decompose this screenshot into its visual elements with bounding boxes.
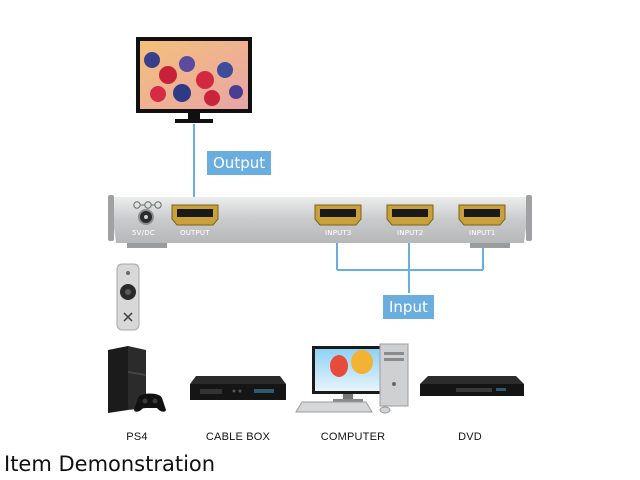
hdmi-port-input2-icon — [386, 204, 434, 226]
dvd-player-icon — [420, 376, 524, 396]
cable-box-icon — [190, 376, 286, 400]
ps4-console-icon — [108, 346, 166, 413]
port-label-input3: INPUT3 — [325, 229, 352, 237]
remote-control-icon — [116, 263, 140, 331]
input-callout-label: Input — [383, 295, 434, 319]
power-switch-icon — [133, 201, 162, 209]
device-label-cable-box: CABLE BOX — [205, 431, 271, 443]
page-caption: Item Demonstration — [4, 452, 216, 476]
input-connector-lines — [336, 240, 484, 293]
device-label-computer: COMPUTER — [320, 431, 386, 443]
dc-power-jack-icon — [138, 209, 154, 225]
port-label-power: 5V/DC — [132, 229, 155, 237]
port-label-input1: INPUT1 — [469, 229, 496, 237]
hdmi-port-input1-icon — [458, 204, 506, 226]
tv-monitor-icon — [136, 37, 252, 123]
device-label-dvd: DVD — [458, 431, 482, 443]
hdmi-port-input3-icon — [314, 204, 362, 226]
hdmi-port-output-icon — [171, 204, 219, 226]
desktop-computer-icon — [295, 343, 409, 414]
device-label-ps4: PS4 — [126, 431, 148, 443]
output-callout-label: Output — [207, 151, 272, 175]
port-label-input2: INPUT2 — [397, 229, 424, 237]
port-label-output: OUTPUT — [180, 229, 210, 237]
